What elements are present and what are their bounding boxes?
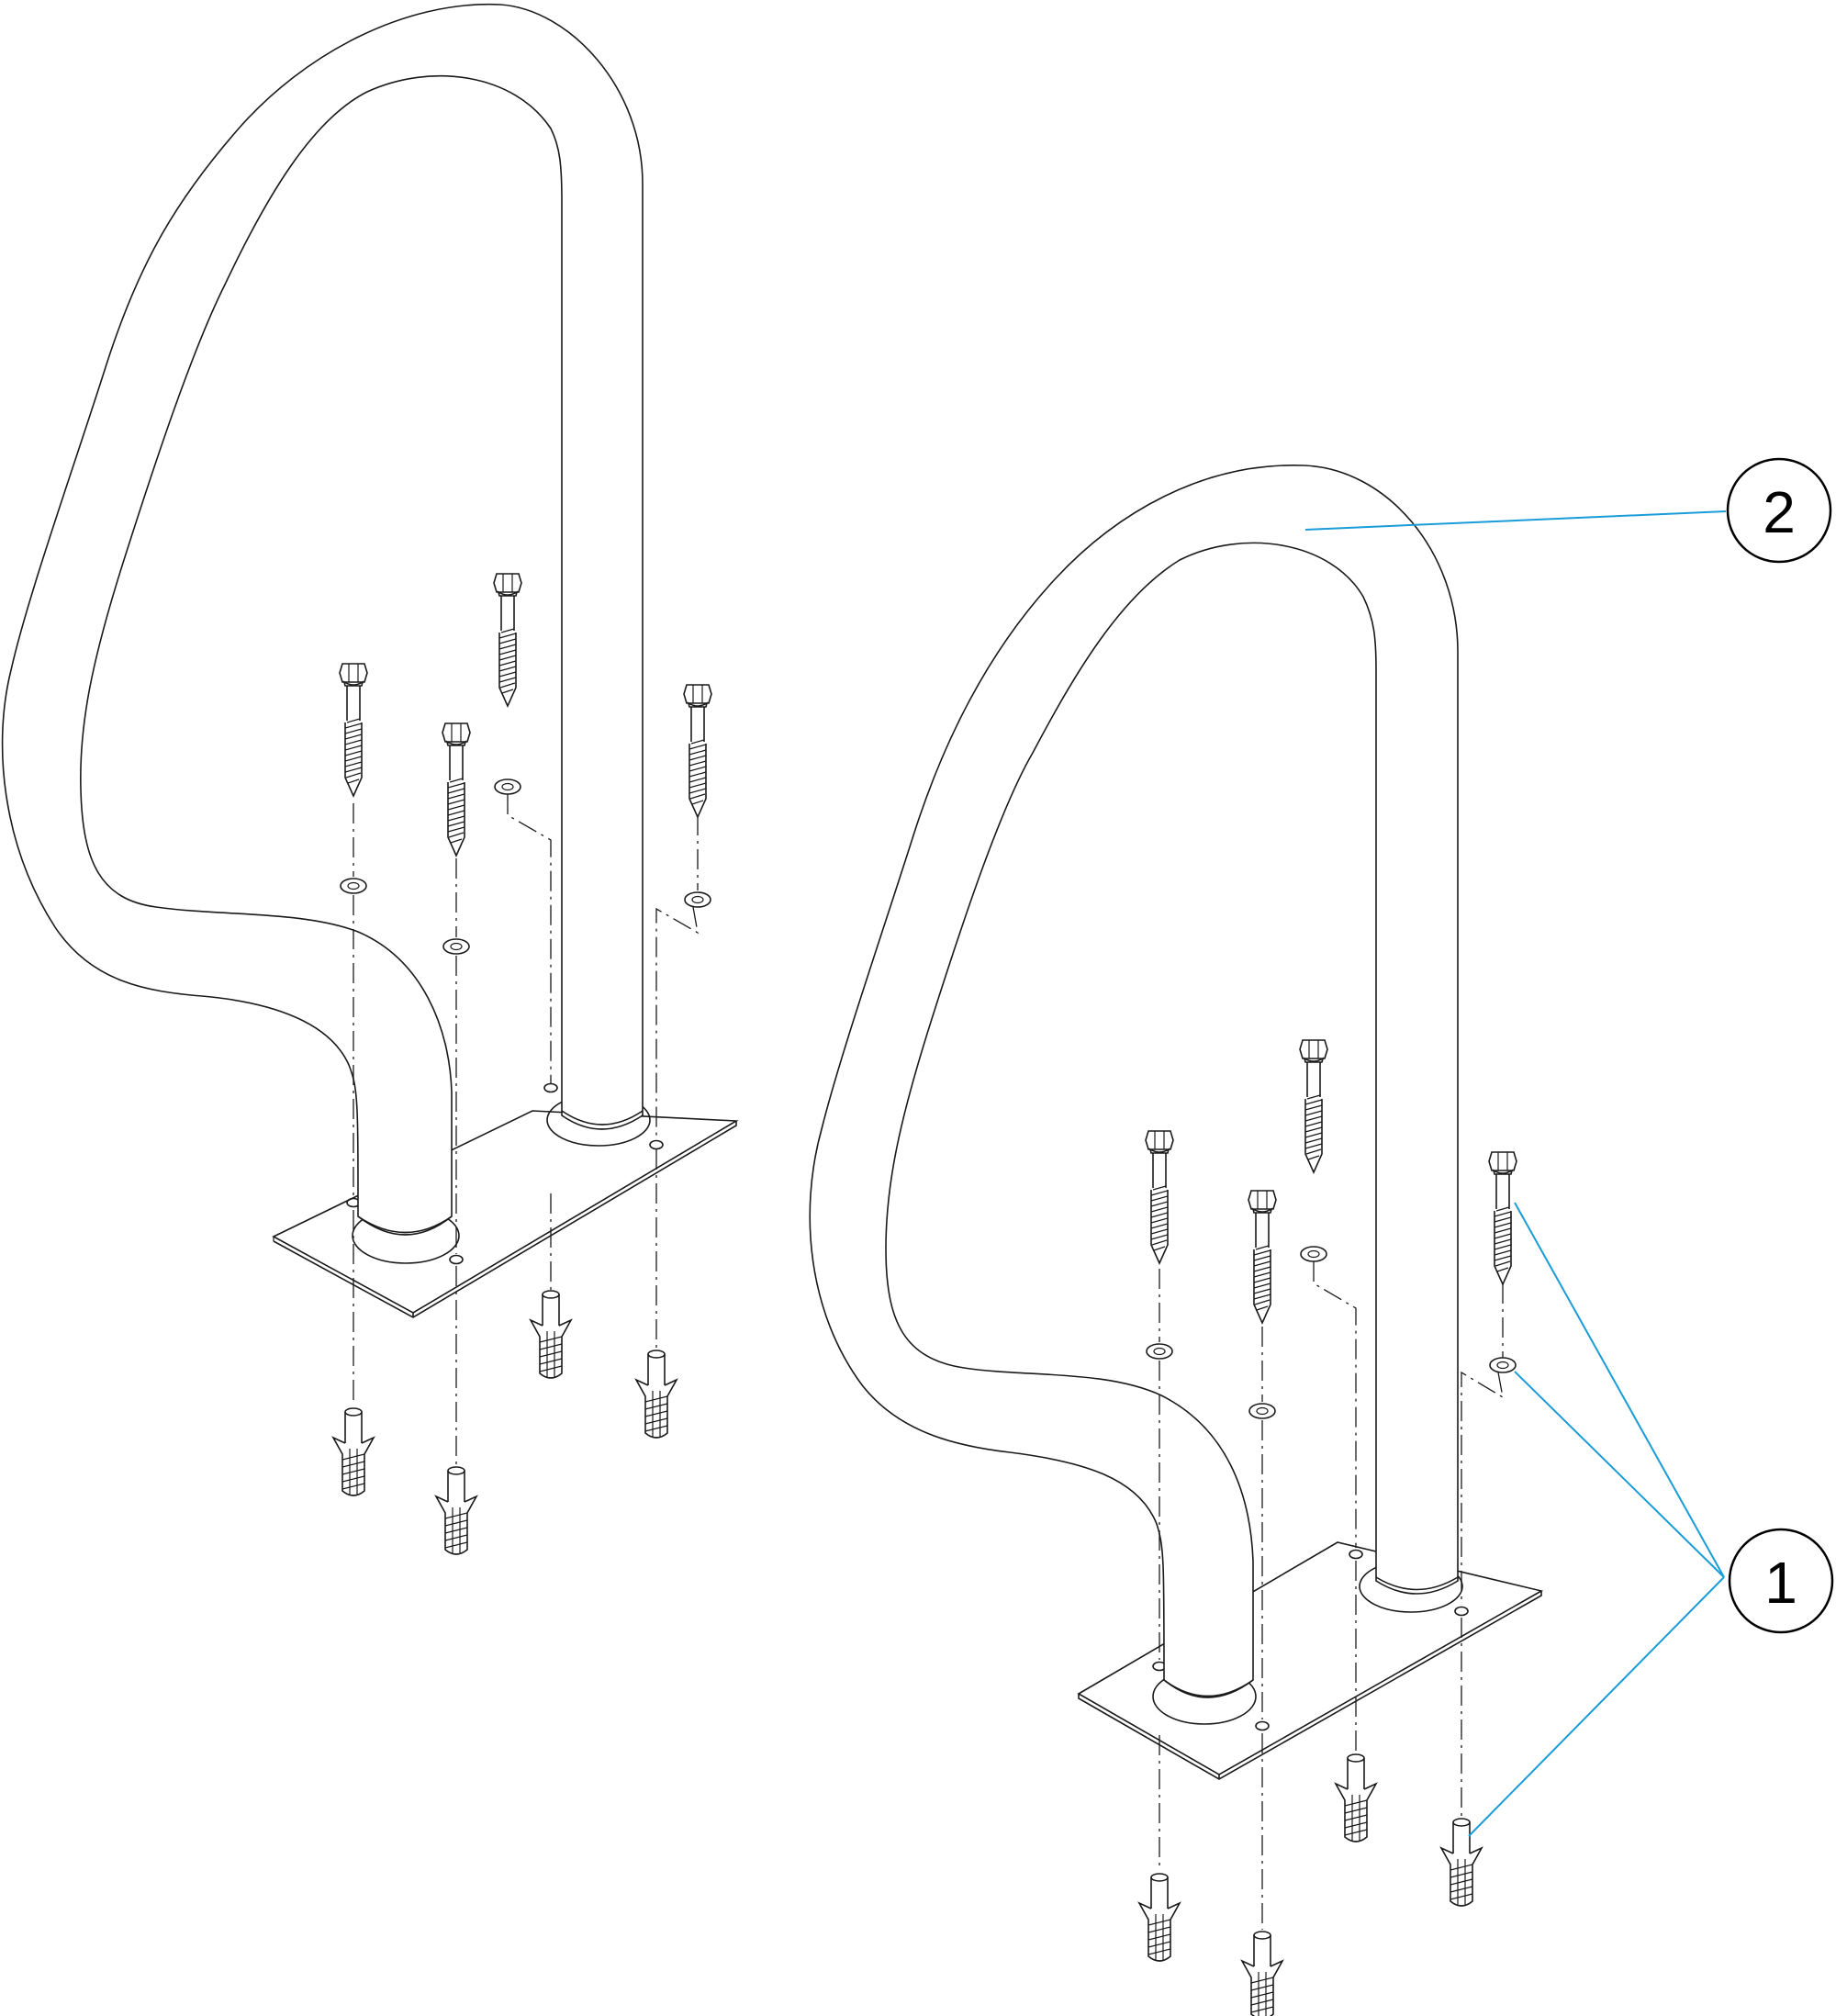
callout-2-label: 2: [1763, 479, 1796, 545]
left-base-plate: [272, 1110, 739, 1314]
callout-leaders: [1304, 510, 1727, 1837]
callout-1: 1: [1728, 1528, 1834, 1634]
right-base-plate: [1077, 1541, 1544, 1775]
callout-1-label: 1: [1764, 1550, 1797, 1616]
left-handrail-assembly: [1, 3, 739, 1555]
right-handrail-assembly: [809, 465, 1544, 2016]
callout-2: 2: [1726, 457, 1832, 564]
right-handrail-tube: [809, 465, 1459, 1698]
left-handrail-tube: [1, 3, 644, 1236]
